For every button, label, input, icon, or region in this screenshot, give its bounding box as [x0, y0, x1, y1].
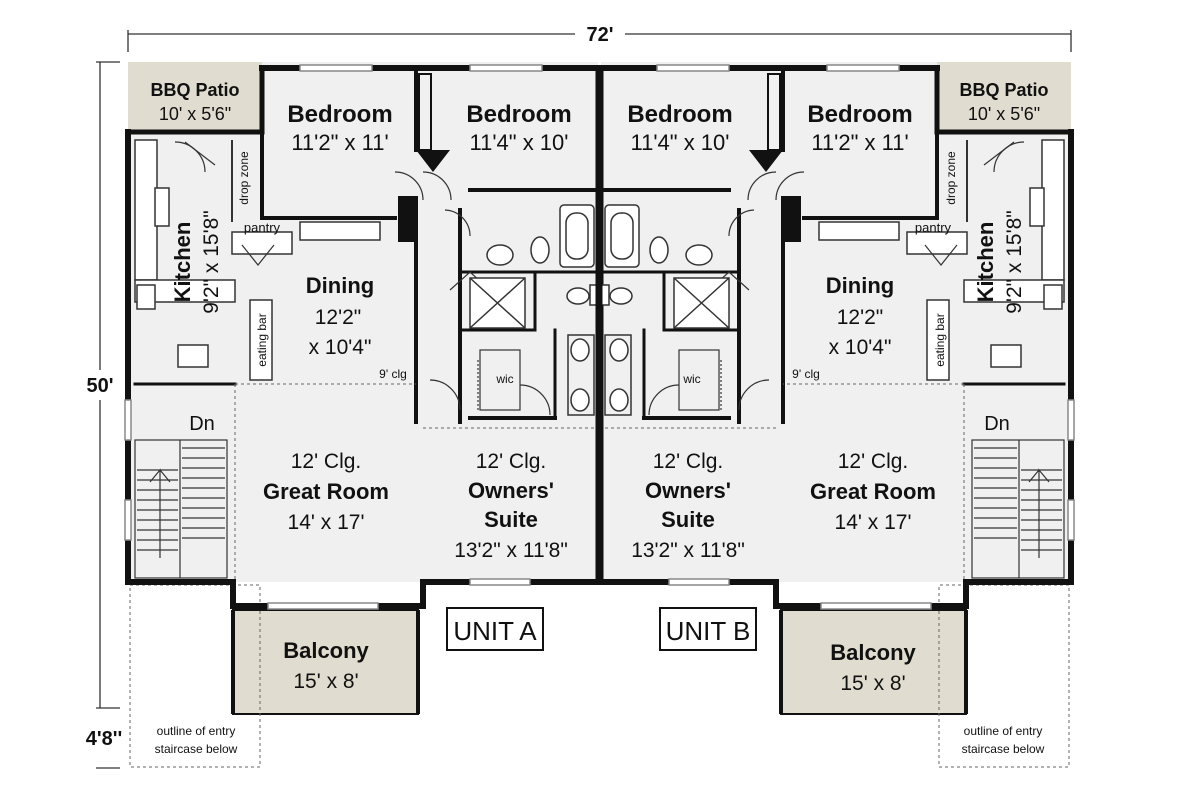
great-room-size: 14' x 17'	[835, 511, 912, 534]
great-room-title: Great Room	[263, 479, 389, 504]
width-dimension: 72'	[586, 24, 613, 46]
bedroom-inner-title: Bedroom	[627, 101, 732, 128]
dining-title: Dining	[306, 273, 374, 298]
owners-size: 13'2" x 11'8"	[454, 539, 568, 562]
bedroom-outer-title: Bedroom	[807, 101, 912, 128]
entry-note-2: staircase below	[962, 742, 1045, 756]
bbq-patio-title: BBQ Patio	[150, 80, 239, 100]
great-room-ceiling: 12' Clg.	[838, 450, 909, 473]
owners-size: 13'2" x 11'8"	[631, 539, 745, 562]
entry-note-1: outline of entry	[157, 724, 236, 738]
great-room-ceiling: 12' Clg.	[291, 450, 362, 473]
bbq-patio-title: BBQ Patio	[959, 80, 1048, 100]
owners-title-1: Owners'	[645, 478, 731, 503]
balcony-title: Balcony	[830, 640, 916, 665]
eating-bar-label: eating bar	[933, 313, 947, 366]
bbq-patio-size: 10' x 5'6"	[968, 104, 1040, 124]
height-dimension: 50'	[86, 375, 113, 397]
owners-title-1: Owners'	[468, 478, 554, 503]
stairs-dn-label: Dn	[984, 413, 1010, 435]
owners-ceiling: 12' Clg.	[653, 450, 724, 473]
kitchen-title: Kitchen	[170, 222, 195, 303]
bedroom-outer-size: 11'2" x 11'	[291, 130, 388, 155]
stair-depth-dimension: 4'8''	[86, 728, 123, 750]
entry-note-1: outline of entry	[964, 724, 1043, 738]
pantry-label: pantry	[915, 220, 952, 235]
pantry-label: pantry	[244, 220, 281, 235]
unit-a-label: UNIT A	[453, 616, 537, 646]
unit-b-tag: UNIT B	[659, 607, 757, 651]
bedroom-inner-size: 11'4" x 10'	[470, 130, 569, 155]
ceiling-9-label: 9' clg	[379, 367, 407, 381]
balcony-size: 15' x 8'	[840, 672, 905, 695]
owners-title-2: Suite	[484, 507, 538, 532]
balcony-title: Balcony	[283, 638, 369, 663]
unit-a	[124, 62, 601, 768]
stairs-dn-label: Dn	[189, 413, 215, 435]
great-room-title: Great Room	[810, 479, 936, 504]
owners-ceiling: 12' Clg.	[476, 450, 547, 473]
bedroom-inner-size: 11'4" x 10'	[631, 130, 730, 155]
drop-zone-label: drop zone	[944, 151, 958, 205]
balcony-size: 15' x 8'	[293, 670, 358, 693]
unit-b-labels: BBQ Patio 10' x 5'6" Bedroom 11'2" x 11'…	[627, 80, 1048, 756]
entry-note-2: staircase below	[155, 742, 238, 756]
unit-a-labels: BBQ Patio 10' x 5'6" Bedroom 11'2" x 11'…	[150, 80, 571, 756]
dining-size-2: x 10'4"	[309, 336, 372, 359]
kitchen-title: Kitchen	[973, 222, 998, 303]
bbq-patio-fill	[128, 62, 262, 132]
wic-label: wic	[682, 372, 700, 386]
bedroom-outer-size: 11'2" x 11'	[811, 130, 908, 155]
dining-size-1: 12'2"	[315, 306, 362, 329]
great-room-size: 14' x 17'	[288, 511, 365, 534]
ceiling-9-label: 9' clg	[792, 367, 820, 381]
unit-a-tag: UNIT A	[446, 607, 544, 651]
drop-zone-label: drop zone	[237, 151, 251, 205]
dining-size-2: x 10'4"	[829, 336, 892, 359]
bedroom-inner-title: Bedroom	[466, 101, 571, 128]
unit-b-label: UNIT B	[666, 616, 751, 646]
wic-label: wic	[495, 372, 513, 386]
dining-title: Dining	[826, 273, 894, 298]
owners-title-2: Suite	[661, 507, 715, 532]
bedroom-outer-title: Bedroom	[287, 101, 392, 128]
eating-bar-label: eating bar	[255, 313, 269, 366]
kitchen-size: 9'2" x 15'8"	[200, 210, 223, 314]
dining-size-1: 12'2"	[837, 306, 884, 329]
bbq-patio-size: 10' x 5'6"	[159, 104, 231, 124]
dimension-lines	[96, 30, 1072, 769]
kitchen-size: 9'2" x 15'8"	[1003, 210, 1026, 314]
